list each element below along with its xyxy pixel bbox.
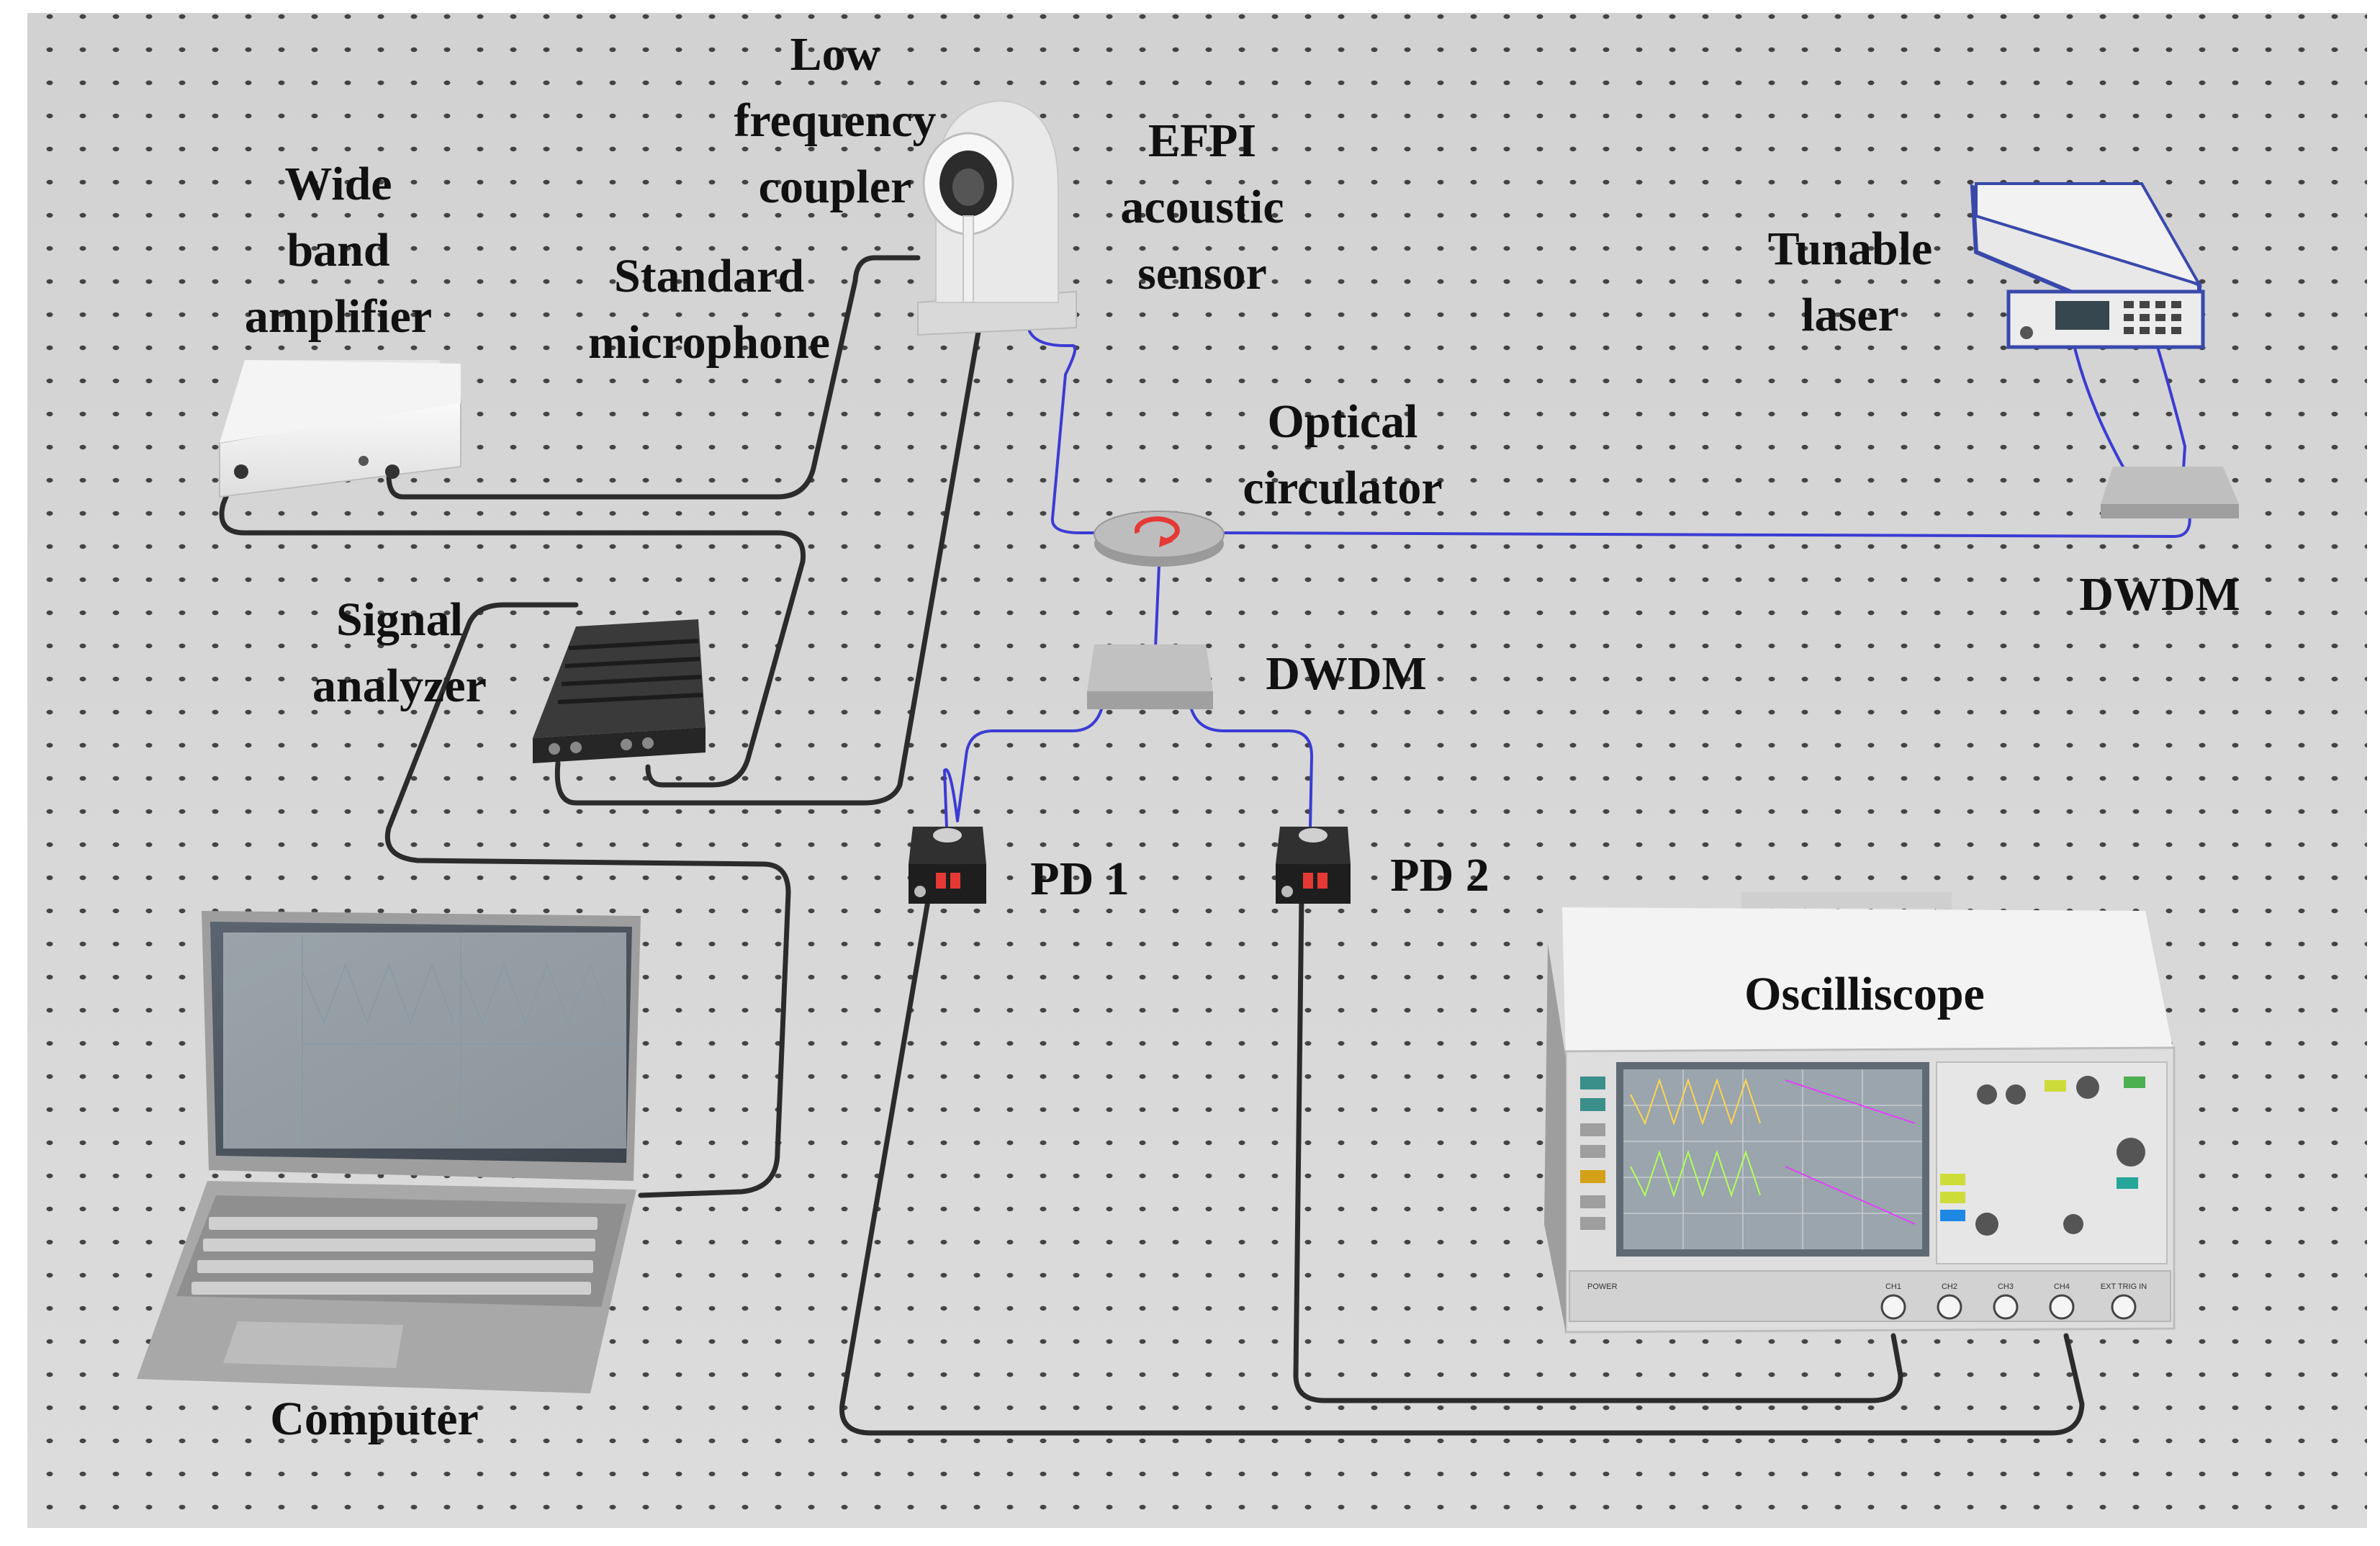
label-wide-band-amplifier: Wide band amplifier: [244, 158, 433, 343]
dwdm-right-device: [2101, 467, 2239, 518]
optical-circulator-device: [1094, 511, 1225, 567]
label-oscilloscope: Oscilliscope: [1744, 968, 1985, 1020]
label-computer: Computer: [270, 1393, 479, 1445]
signal-analyzer-device: [533, 619, 706, 763]
oscilloscope-ch3-label: CH3: [1998, 1282, 2014, 1291]
label-dwdm-right: DWDM: [2079, 568, 2240, 621]
label-pd1: PD 1: [1030, 853, 1130, 905]
low-frequency-coupler-device: [917, 99, 1077, 336]
dwdm-center-device: [1087, 644, 1213, 709]
oscilloscope-ext-trig-label: EXT TRIG IN: [2101, 1282, 2147, 1291]
wide-band-amplifier-device: [219, 360, 461, 498]
label-efpi-acoustic-sensor: EFPI acoustic sensor: [1120, 114, 1284, 300]
label-tunable-laser: Tunable laser: [1767, 223, 1933, 341]
label-low-frequency-coupler: Low frequency coupler: [734, 28, 937, 213]
computer-device: [137, 911, 641, 1393]
label-standard-microphone: Standard microphone: [587, 250, 831, 369]
electrical-cables: [219, 255, 2085, 1436]
label-dwdm-center: DWDM: [1266, 647, 1427, 700]
photodetector-2-device: [1276, 827, 1351, 904]
tunable-laser-device: [1970, 182, 2205, 349]
oscilloscope-power-label: POWER: [1587, 1282, 1618, 1291]
photodetector-1-device: [909, 827, 986, 904]
oscilloscope-ch1-label: CH1: [1885, 1282, 1901, 1291]
oscilloscope-device: POWER CH1 CH2 CH3 CH4 EXT TRIG IN: [1544, 892, 2176, 1334]
label-signal-analyzer: Signal analyzer: [312, 593, 487, 712]
oscilloscope-ch4-label: CH4: [2054, 1282, 2070, 1291]
label-optical-circulator: Optical circulator: [1243, 395, 1443, 514]
label-pd2: PD 2: [1390, 849, 1489, 902]
oscilloscope-ch2-label: CH2: [1942, 1282, 1957, 1291]
